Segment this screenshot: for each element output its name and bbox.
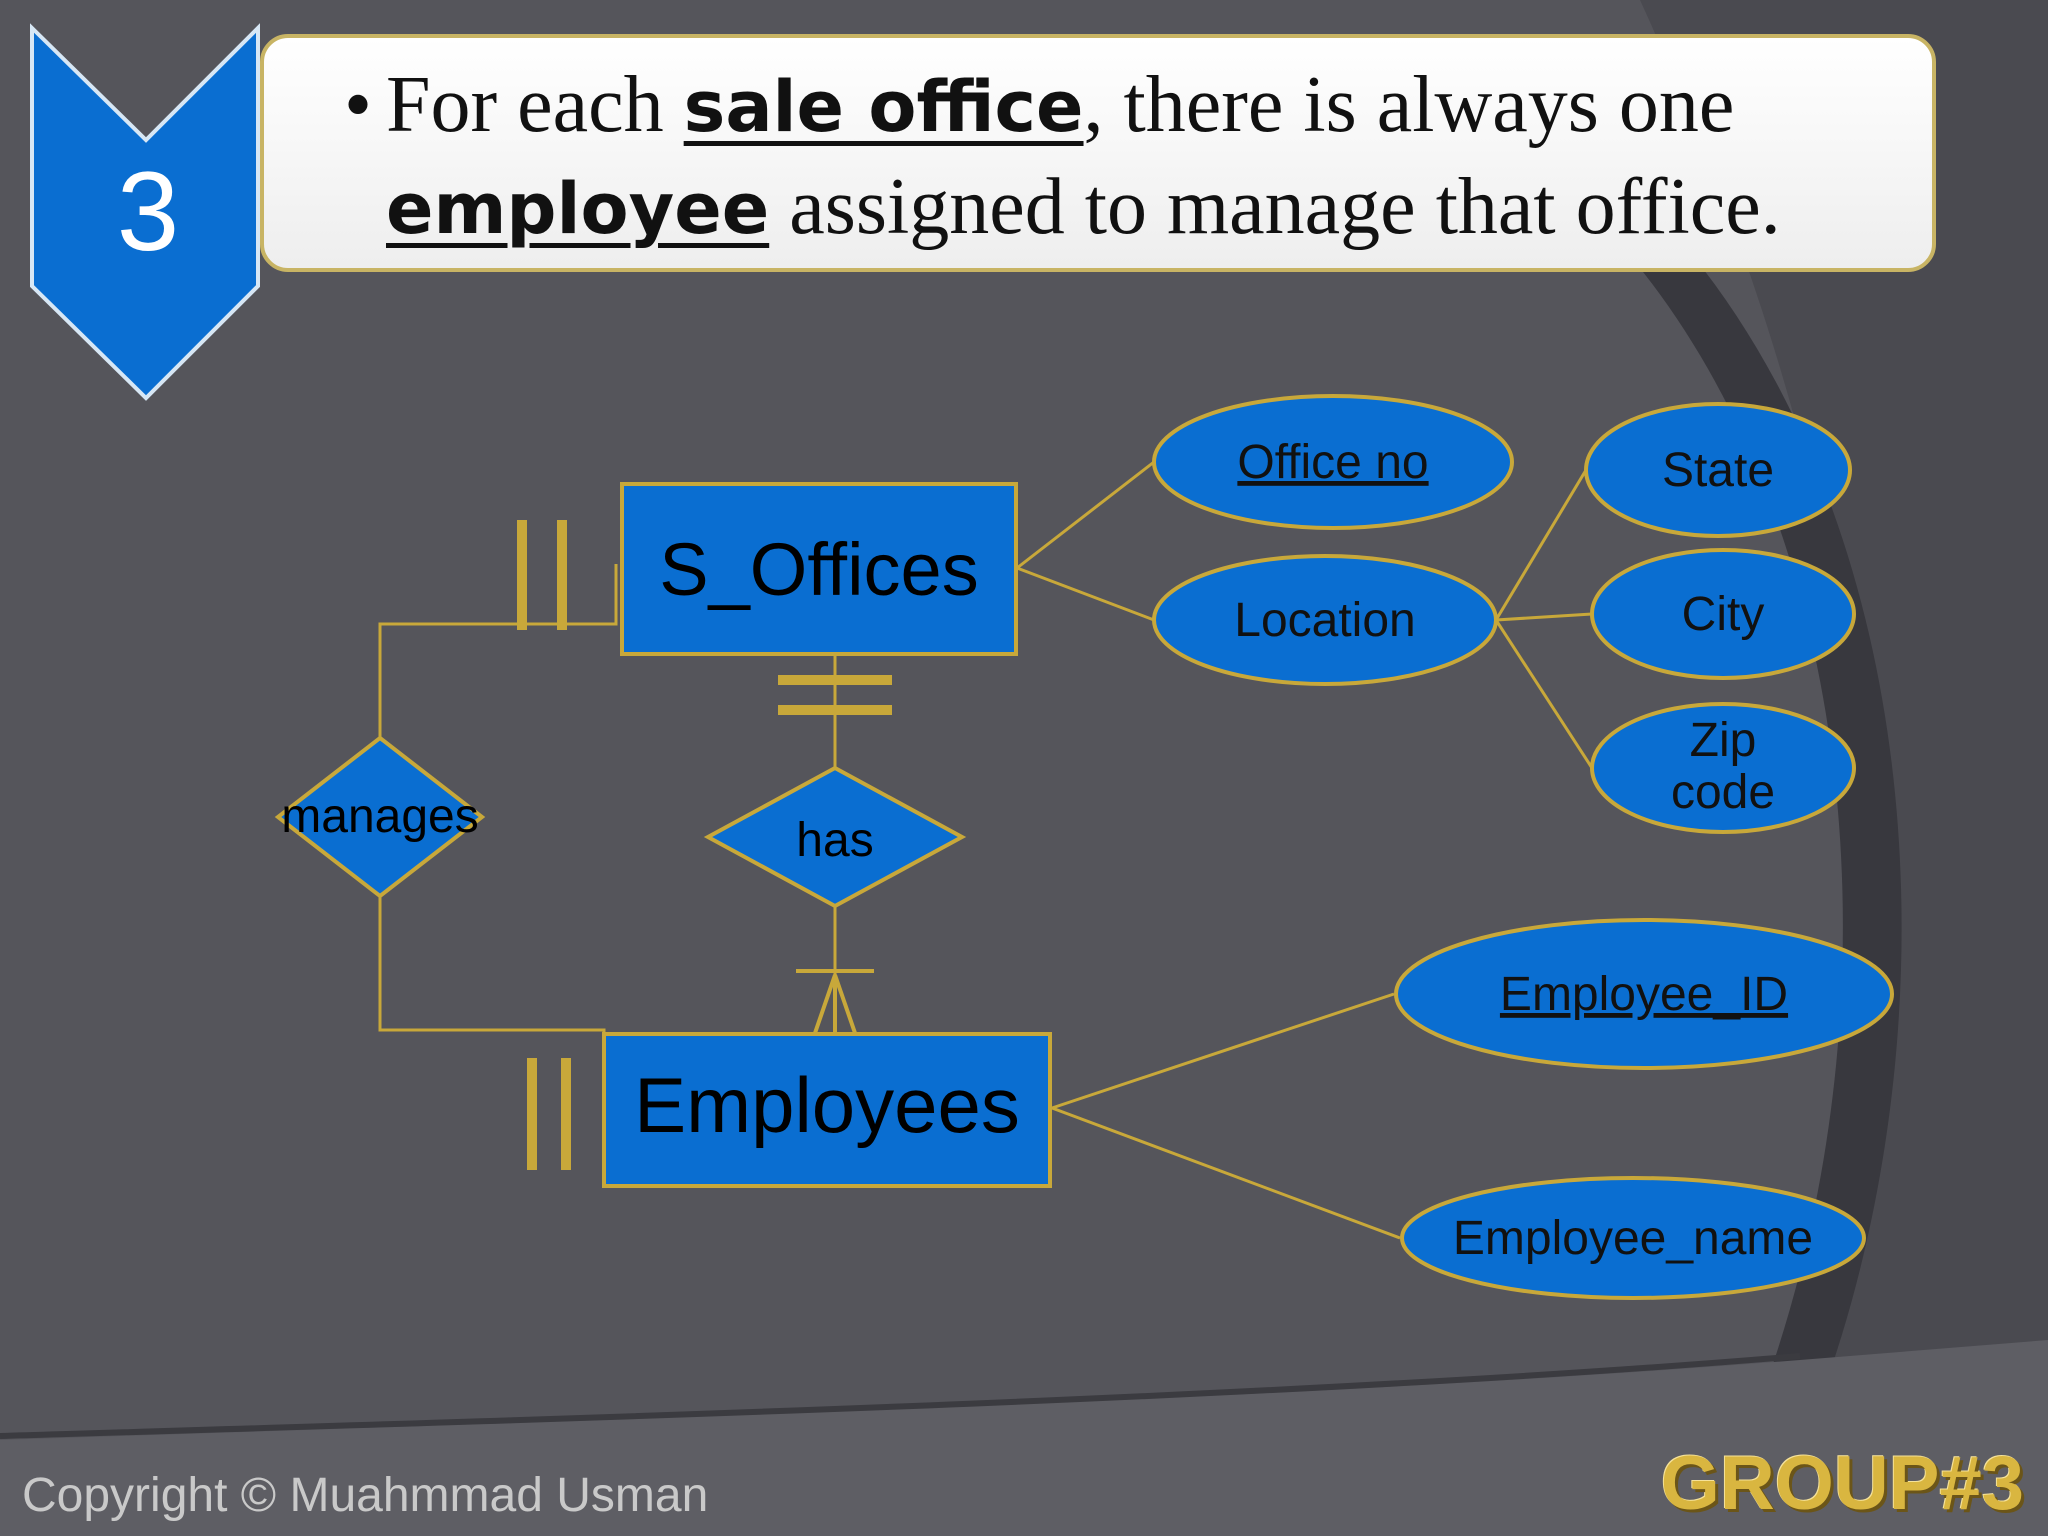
attribute-office-no-label: Office no — [1237, 436, 1428, 489]
statement-banner: •For each sale office, there is always o… — [260, 34, 1936, 272]
attribute-state: State — [1584, 402, 1852, 538]
attribute-zip-code-line2: code — [1671, 766, 1775, 819]
bullet-dot: • — [344, 61, 373, 149]
group-label: GROUP#3 — [1660, 1441, 2024, 1526]
attribute-city-label: City — [1682, 588, 1765, 641]
background-floor-edge — [0, 1353, 1801, 1439]
attribute-employee-name-label: Employee_name — [1453, 1212, 1813, 1265]
step-number: 3 — [117, 149, 179, 274]
attribute-location-label: Location — [1234, 594, 1415, 647]
keyword-sale-office: sale office — [683, 66, 1084, 148]
attribute-city: City — [1590, 548, 1856, 680]
attribute-zip-code: Zip code — [1590, 702, 1856, 834]
attribute-employee-id-label: Employee_ID — [1500, 968, 1788, 1021]
location-line — [1016, 566, 1155, 622]
keyword-employee: employee — [386, 168, 770, 250]
state-line — [1494, 469, 1588, 621]
employees-has-crowfoot — [796, 969, 874, 1034]
manages-to-offices-line — [378, 564, 618, 738]
background-floor — [0, 1340, 2048, 1536]
entity-s-offices: S_Offices — [620, 482, 1018, 656]
relationship-manages-label: manages — [281, 790, 478, 843]
statement-line-1: •For each sale office, there is always o… — [344, 60, 1734, 151]
statement-text-1b: , there is always one — [1083, 61, 1735, 149]
relationship-has: has — [703, 765, 967, 909]
entity-employees-label: Employees — [634, 1061, 1020, 1149]
cardinality-marks — [517, 520, 892, 1170]
entity-employees: Employees — [602, 1032, 1052, 1188]
copyright-text: Copyright © Muahmmad Usman — [22, 1469, 709, 1522]
statement-text-1a: For each — [386, 61, 684, 149]
zip-line — [1494, 619, 1594, 769]
attribute-zip-code-line1: Zip — [1690, 714, 1757, 767]
city-line — [1495, 612, 1593, 622]
background-swoosh — [1640, 0, 2048, 1536]
attribute-location: Location — [1152, 554, 1498, 686]
employee-name-line — [1051, 1106, 1401, 1240]
statement-line-2: employee assigned to manage that office. — [386, 162, 1781, 253]
attribute-office-no: Office no — [1152, 394, 1514, 530]
step-badge: 3 — [30, 23, 260, 401]
relationship-manages: manages — [274, 735, 486, 899]
employee-id-line — [1051, 992, 1395, 1110]
attribute-employee-id: Employee_ID — [1394, 918, 1894, 1070]
statement-text-2: assigned to manage that office. — [769, 163, 1781, 251]
entity-s-offices-label: S_Offices — [659, 528, 978, 611]
officeno-line — [1016, 460, 1155, 570]
attribute-state-label: State — [1662, 444, 1774, 497]
attribute-employee-name: Employee_name — [1400, 1176, 1866, 1300]
relationship-has-label: has — [796, 814, 873, 867]
manages-to-employees-line — [378, 896, 606, 1040]
